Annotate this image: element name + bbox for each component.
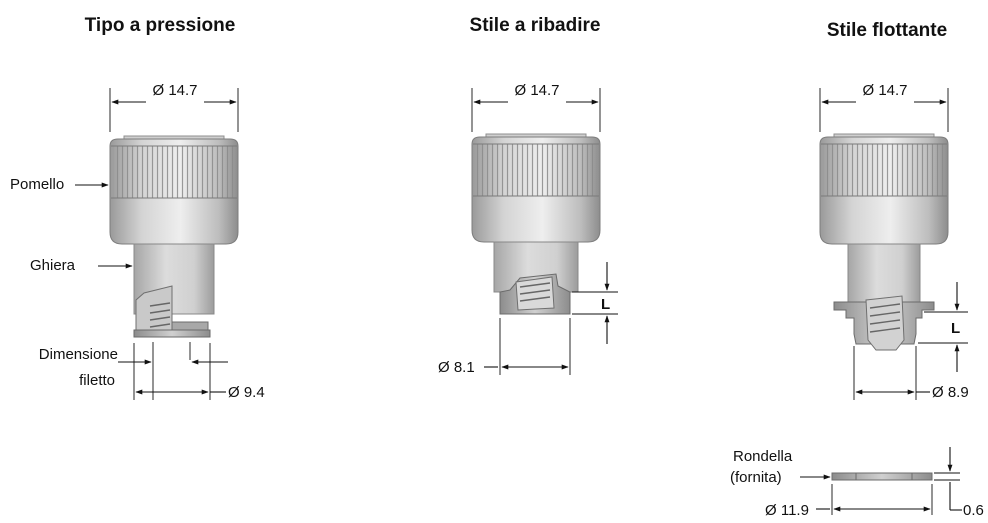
rivet-knob-diameter-dimension: Ø 14.7	[471, 82, 601, 132]
label-thread-size-1: Dimensione	[39, 346, 118, 363]
press-knob-diameter-label: Ø 14.7	[152, 82, 197, 99]
label-thread-size-2: filetto	[79, 372, 115, 389]
rivet-diameter-dimension: Ø 8.1	[438, 318, 571, 376]
thread-base	[133, 329, 211, 338]
press-knob-diameter-dimension: Ø 14.7	[109, 82, 239, 132]
washer-diameter-label: Ø 11.9	[765, 502, 809, 519]
washer-diameter-dimension: Ø 11.9	[765, 484, 933, 519]
title-press-type: Tipo a pressione	[85, 15, 236, 36]
floating-length-dimension: L	[918, 282, 968, 372]
title-rivet-style: Stile a ribadire	[470, 15, 601, 36]
press-thread-diameter-label: Ø 9.4	[228, 384, 265, 401]
label-ferrule: Ghiera	[30, 257, 76, 274]
floating-knob-diameter-label: Ø 14.7	[862, 82, 907, 99]
press-thread-dimension	[118, 342, 228, 400]
rivet-style-fastener	[471, 133, 601, 315]
washer	[831, 472, 933, 481]
rivet-length-dimension: L	[572, 262, 618, 344]
washer-thickness-label: 0.6	[963, 502, 984, 519]
floating-diameter-label: Ø 8.9	[932, 384, 969, 401]
rivet-knob-diameter-label: Ø 14.7	[514, 82, 559, 99]
floating-diameter-dimension: Ø 8.9	[853, 346, 969, 401]
label-knob: Pomello	[10, 176, 64, 193]
floating-knob-diameter-dimension: Ø 14.7	[819, 82, 949, 132]
floating-style-fastener	[819, 133, 949, 351]
title-floating-style: Stile flottante	[827, 20, 947, 41]
label-washer-1: Rondella	[733, 448, 793, 465]
press-type-fastener	[109, 135, 239, 338]
rivet-diameter-label: Ø 8.1	[438, 359, 475, 376]
rivet-length-label: L	[601, 296, 610, 313]
label-washer-2: (fornita)	[730, 469, 782, 486]
floating-length-label: L	[951, 320, 960, 337]
washer-thickness-dimension: 0.6	[934, 447, 984, 519]
ferrule-body	[847, 243, 921, 303]
